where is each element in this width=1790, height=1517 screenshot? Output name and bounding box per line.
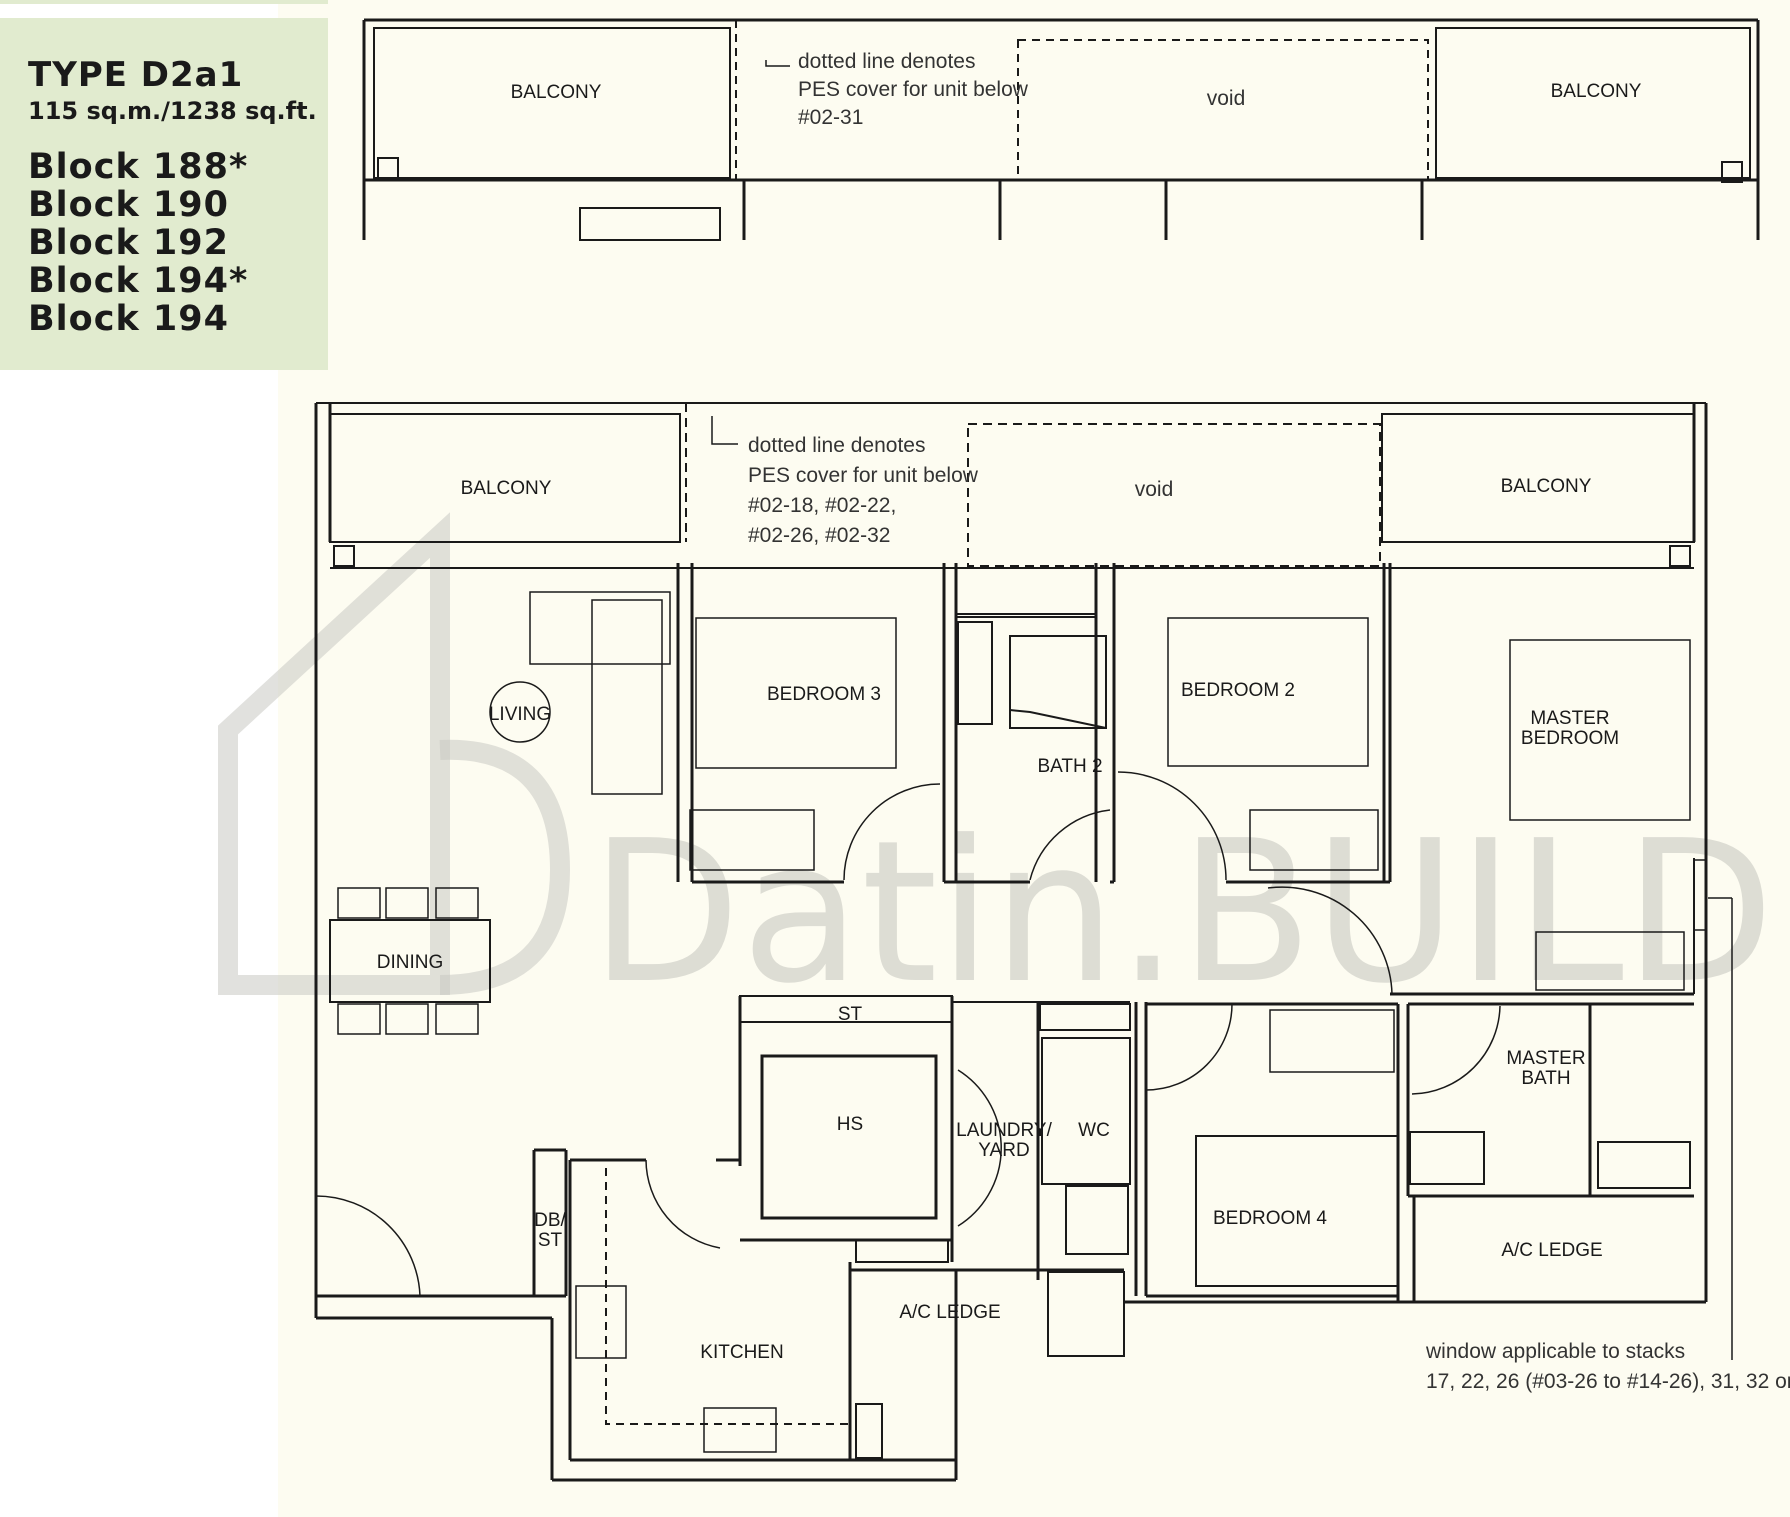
- bath-2-label: BATH 2: [1037, 756, 1102, 777]
- ac-ledge-right-label: A/C LEDGE: [1501, 1240, 1602, 1261]
- bedroom-4-label: BEDROOM 4: [1213, 1208, 1327, 1229]
- bedroom-3-label: BEDROOM 3: [767, 684, 881, 705]
- pes-note-line-3: #02-18, #02-22,: [748, 494, 896, 517]
- block-190: Block 190: [28, 185, 229, 225]
- block-192: Block 192: [28, 223, 229, 263]
- top-balcony-right-label: BALCONY: [1551, 81, 1642, 102]
- balcony-right-label: BALCONY: [1501, 476, 1592, 497]
- unit-info-panel: TYPE D2a1 115 sq.m./1238 sq.ft. Block 18…: [0, 18, 328, 370]
- window-note-line-1: window applicable to stacks: [1425, 1340, 1685, 1363]
- main-plan-walls: [314, 402, 1708, 1482]
- kitchen-label: KITCHEN: [700, 1342, 783, 1363]
- household-shelter-label: HS: [837, 1114, 863, 1135]
- bedroom-2-label: BEDROOM 2: [1181, 680, 1295, 701]
- unit-type-title: TYPE D2a1: [28, 55, 244, 95]
- db-st-label-line-2: ST: [538, 1230, 563, 1251]
- store-label: ST: [838, 1004, 863, 1025]
- watermark-logo: Datin.BUILD: [218, 512, 1775, 1027]
- window-note-line-2: 17, 22, 26 (#03-26 to #14-26), 31, 32 on…: [1426, 1370, 1790, 1393]
- master-bedroom-label-line-1: MASTER: [1530, 708, 1609, 729]
- top-partial-plan: [362, 18, 1760, 241]
- dining-label: DINING: [377, 952, 444, 973]
- laundry-yard-label-line-2: YARD: [978, 1140, 1029, 1161]
- pes-note-line-4: #02-26, #02-32: [748, 524, 890, 547]
- db-st-label-line-1: DB/: [534, 1210, 566, 1231]
- top-balcony-left-label: BALCONY: [511, 82, 602, 103]
- top-void-label: void: [1207, 87, 1246, 110]
- top-note-line-1: dotted line denotes: [798, 50, 975, 73]
- pes-note-line-1: dotted line denotes: [748, 434, 925, 457]
- block-194-star: Block 194*: [28, 261, 249, 301]
- living-label: LIVING: [489, 704, 551, 725]
- unit-area: 115 sq.m./1238 sq.ft.: [28, 97, 317, 125]
- laundry-yard-label-line-1: LAUNDRY/: [956, 1120, 1052, 1141]
- ac-ledge-center-label: A/C LEDGE: [899, 1302, 1000, 1323]
- wc-label: WC: [1078, 1120, 1110, 1141]
- master-bath-label-line-2: BATH: [1521, 1068, 1570, 1089]
- plan-background: [278, 0, 1790, 1517]
- void-label: void: [1135, 478, 1174, 501]
- pes-note-line-2: PES cover for unit below: [748, 464, 979, 487]
- top-note-line-2: PES cover for unit below: [798, 78, 1029, 101]
- master-bath-label-line-1: MASTER: [1506, 1048, 1585, 1069]
- top-note-line-3: #02-31: [798, 106, 863, 129]
- block-194: Block 194: [28, 299, 229, 339]
- master-bedroom-label-line-2: BEDROOM: [1521, 728, 1619, 749]
- info-panel-top-strip: [0, 0, 328, 4]
- block-188-star: Block 188*: [28, 147, 249, 187]
- balcony-left-label: BALCONY: [461, 478, 552, 499]
- watermark-text: Datin.BUILD: [590, 799, 1775, 1027]
